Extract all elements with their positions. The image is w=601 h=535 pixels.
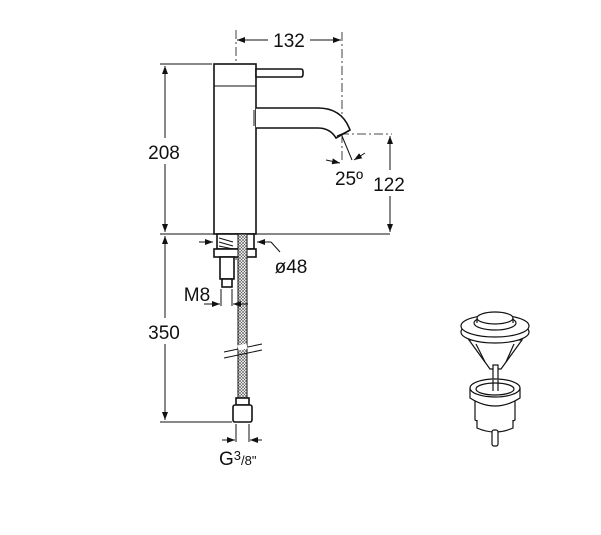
dimension-diameter-48: ø48: [199, 239, 308, 278]
dimension-208: 208: [148, 63, 390, 235]
faucet-body: [213, 63, 351, 235]
dimension-m8: M8: [184, 285, 248, 307]
flexible-hose: [237, 233, 248, 407]
dimension-g3-8: G3/8": [219, 424, 262, 470]
dimension-label: ø48: [275, 257, 308, 278]
dimension-label: 208: [148, 143, 180, 164]
dimension-label: G3/8": [219, 448, 257, 470]
fixing-assembly: [213, 233, 263, 423]
dimension-label: 350: [148, 323, 180, 344]
click-clack-waste-icon: [460, 311, 530, 447]
lever-handle: [255, 68, 304, 78]
dimension-25-degree: 25º: [325, 135, 366, 190]
dimension-122: 122: [373, 136, 405, 232]
hose-nut: [232, 404, 253, 423]
dimension-label: M8: [184, 285, 210, 306]
dimension-350: 350: [148, 236, 232, 423]
dimension-label: 122: [373, 175, 405, 196]
spout: [256, 107, 351, 140]
dimension-label: 132: [273, 31, 305, 52]
dimension-132: 132: [237, 31, 341, 52]
dimension-label: 25º: [335, 169, 363, 190]
